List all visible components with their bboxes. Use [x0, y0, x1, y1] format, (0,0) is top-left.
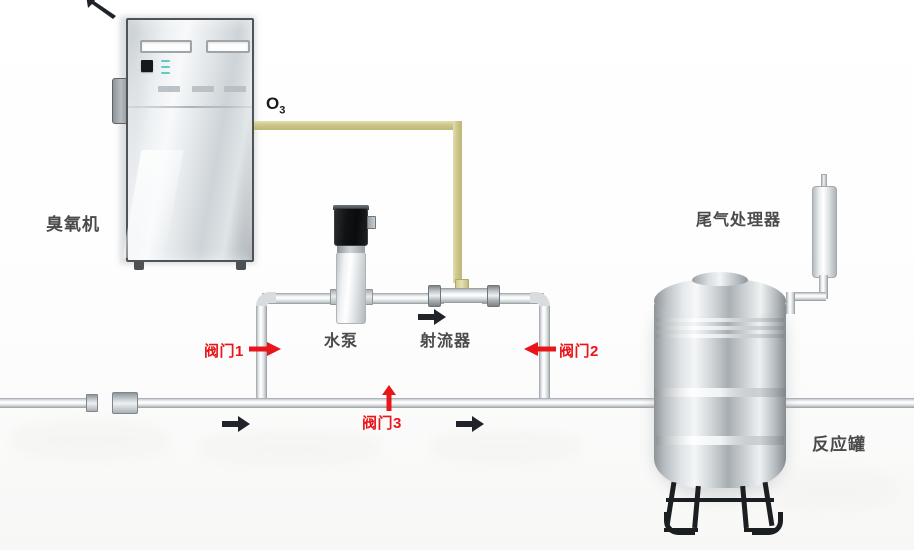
pipe-coupling-large [112, 392, 138, 414]
cabinet-foot [236, 262, 246, 270]
background-smudge [760, 470, 900, 510]
tank-weld-band-mid [654, 388, 786, 397]
ozone-generator-label: 臭氧机 [46, 215, 100, 234]
flow-top-inlet-arrow [86, 0, 116, 19]
ozone-tube-horizontal [254, 121, 462, 130]
valve-1-label: 阀门1 [204, 343, 244, 360]
valve-2-arrow-icon [524, 342, 556, 356]
panel-button[interactable] [224, 86, 246, 92]
ozone-generator-cabinet[interactable] [126, 18, 254, 262]
flow-loop-middle-arrow [418, 309, 446, 325]
flow-bypass-right-arrow [456, 416, 484, 432]
background-smudge [200, 430, 380, 466]
ozone-gas-label: O3 [266, 94, 285, 116]
pipe-coupling-small [86, 394, 98, 412]
o3-symbol: O [266, 94, 280, 113]
panel-button[interactable] [158, 86, 180, 92]
valve-2-label: 阀门2 [559, 343, 599, 360]
tank-foot-left [664, 512, 695, 535]
reaction-tank-label: 反应罐 [812, 435, 866, 454]
ejector-hex-nut-left [428, 285, 441, 307]
tank-rib [656, 318, 784, 322]
jet-ejector-label: 射流器 [420, 333, 472, 350]
background-smudge [10, 420, 170, 460]
exhaust-downpipe [819, 275, 828, 299]
tank-foot-right [752, 512, 783, 535]
tank-rib [656, 334, 784, 338]
pump-motor-cap [333, 205, 369, 210]
ozone-tube-vertical [453, 121, 462, 283]
ejector-hex-nut-right [487, 285, 500, 307]
loop-pipe-top-middle [362, 293, 444, 304]
exhaust-treatment-label: 尾气处理器 [696, 212, 782, 229]
display-window-left [140, 40, 192, 53]
pump-body[interactable] [336, 252, 366, 324]
pump-junction-box [367, 216, 376, 229]
loop-pipe-top-left [262, 293, 342, 304]
o3-subscript: 3 [279, 104, 286, 117]
tank-weld-band-lower [656, 436, 784, 445]
loop-riser-right [539, 306, 550, 406]
ejector-body[interactable] [437, 288, 489, 303]
background-smudge [430, 430, 580, 464]
display-window-right [206, 40, 250, 53]
cabinet-foot [134, 262, 144, 270]
loop-elbow-right [530, 292, 550, 312]
loop-elbow-left [256, 292, 276, 312]
ground-pipe-segment-mid [134, 398, 654, 408]
pump-neck [337, 245, 365, 253]
indicator-led [161, 66, 170, 68]
exhaust-treatment-body[interactable] [812, 186, 837, 278]
tank-rib [656, 326, 784, 330]
exhaust-cross-pipe [786, 292, 826, 301]
valve-3-label: 阀门3 [362, 415, 402, 432]
power-button[interactable] [141, 60, 153, 72]
water-pump-label: 水泵 [324, 333, 359, 350]
indicator-led [161, 60, 170, 62]
loop-pipe-top-right [482, 293, 544, 304]
cabinet-seam [128, 106, 252, 108]
indicator-led [161, 72, 170, 74]
ground-pipe-segment-left [0, 398, 92, 408]
tank-base-right [744, 528, 778, 532]
panel-button[interactable] [192, 86, 214, 92]
loop-riser-left [256, 306, 267, 406]
valve-3-arrow-icon [382, 385, 396, 411]
reaction-tank-collar [692, 272, 748, 286]
exhaust-tank-riser [786, 292, 795, 314]
valve-1-arrow-icon [249, 342, 281, 356]
flow-bypass-left-arrow [222, 416, 250, 432]
pump-motor[interactable] [334, 208, 368, 246]
ground-pipe-segment-right [786, 398, 914, 408]
tank-base-left [664, 528, 698, 532]
tank-cross-rail [666, 498, 774, 502]
